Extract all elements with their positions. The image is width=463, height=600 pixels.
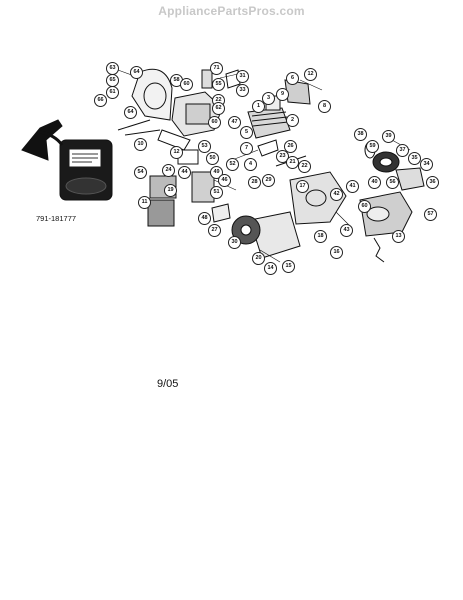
callout-71: 71 <box>210 62 223 75</box>
callout-3: 3 <box>262 92 275 105</box>
callout-53: 53 <box>198 140 211 153</box>
callout-13: 13 <box>392 230 405 243</box>
recoil-starter-illustration <box>21 119 113 201</box>
callout-31: 31 <box>236 70 249 83</box>
callout-52: 52 <box>226 158 239 171</box>
callout-46: 46 <box>218 174 231 187</box>
callout-62: 62 <box>212 102 225 115</box>
crankcase-cluster <box>231 155 347 259</box>
callout-66: 66 <box>94 94 107 107</box>
callout-14: 14 <box>264 262 277 275</box>
site-watermark: AppliancePartsPros.com <box>158 4 305 18</box>
callout-34: 34 <box>420 158 433 171</box>
callout-43: 43 <box>340 224 353 237</box>
callout-36: 36 <box>426 176 439 189</box>
callout-56: 56 <box>386 176 399 189</box>
callout-18: 18 <box>314 230 327 243</box>
callout-27: 27 <box>208 224 221 237</box>
callout-12b: 12 <box>170 146 183 159</box>
callout-38: 38 <box>354 128 367 141</box>
callout-55: 55 <box>212 78 225 91</box>
callout-54: 54 <box>134 166 147 179</box>
callout-29: 29 <box>262 174 275 187</box>
callout-44: 44 <box>178 166 191 179</box>
callout-41: 41 <box>346 180 359 193</box>
callout-7: 7 <box>240 142 253 155</box>
callout-60: 60 <box>180 78 193 91</box>
callout-60c: 60 <box>358 200 371 213</box>
fuel-tank-cluster <box>359 141 425 263</box>
callout-50: 50 <box>206 152 219 165</box>
callout-26: 26 <box>284 140 297 153</box>
callout-20: 20 <box>252 252 265 265</box>
callout-12: 12 <box>304 68 317 81</box>
callout-61: 61 <box>106 86 119 99</box>
callout-37: 37 <box>396 144 409 157</box>
callout-4: 4 <box>244 158 257 171</box>
callout-19: 19 <box>164 184 177 197</box>
callout-11: 11 <box>138 196 151 209</box>
callout-8: 8 <box>318 100 331 113</box>
callout-42: 42 <box>330 188 343 201</box>
callout-60b: 60 <box>208 116 221 129</box>
carburetor-cluster <box>147 149 231 227</box>
callout-2: 2 <box>286 114 299 127</box>
callout-15: 15 <box>282 260 295 273</box>
starter-part-number: 791-181777 <box>36 214 77 223</box>
callout-35: 35 <box>408 152 421 165</box>
callout-65: 65 <box>106 74 119 87</box>
callout-22b: 22 <box>298 160 311 173</box>
callout-5: 5 <box>240 126 253 139</box>
callout-40: 40 <box>368 176 381 189</box>
callout-9: 9 <box>276 88 289 101</box>
callout-24: 24 <box>162 164 175 177</box>
callout-33: 33 <box>236 84 249 97</box>
callout-48: 48 <box>198 212 211 225</box>
callout-59: 59 <box>366 140 379 153</box>
callout-28: 28 <box>248 176 261 189</box>
callout-51: 51 <box>210 186 223 199</box>
callout-64b: 64 <box>124 106 137 119</box>
callout-57: 57 <box>424 208 437 221</box>
revision-date: 9/05 <box>157 378 179 390</box>
callout-17: 17 <box>296 180 309 193</box>
callout-47: 47 <box>228 116 241 129</box>
callout-30: 30 <box>228 236 241 249</box>
callout-39: 39 <box>382 130 395 143</box>
callout-10: 10 <box>134 138 147 151</box>
callout-1: 1 <box>252 100 265 113</box>
callout-6: 6 <box>286 72 299 85</box>
callout-16: 16 <box>330 246 343 259</box>
callout-64: 64 <box>130 66 143 79</box>
